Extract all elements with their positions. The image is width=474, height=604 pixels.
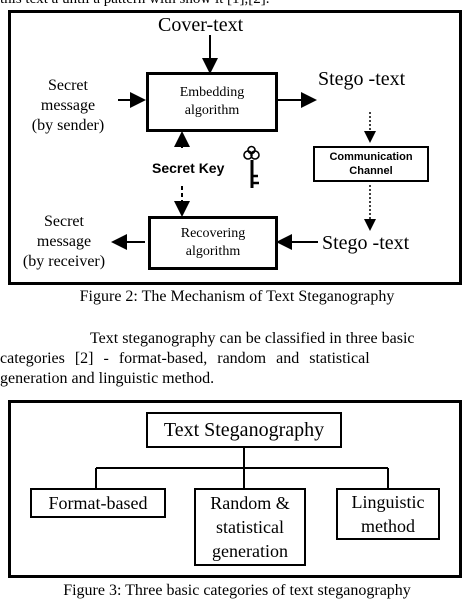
- paragraph-line-1: Text steganography can be classified in …: [90, 330, 415, 347]
- figure-3-frame: [8, 400, 462, 578]
- text-steganography-root-box: Text Steganography: [146, 412, 342, 448]
- figure-2-frame: [8, 10, 462, 285]
- random-statistical-box: Random & statistical generation: [194, 488, 306, 566]
- secret-message-sender-label: Secret message (by sender): [31, 77, 105, 134]
- key-icon: [243, 145, 260, 188]
- figure-2-caption: Figure 2: The Mechanism of Text Steganog…: [79, 288, 395, 305]
- communication-channel-box: Communication Channel: [313, 146, 429, 182]
- stego-text-top-label: Stego -text: [318, 68, 406, 90]
- embedding-algorithm-box: Embedding algorithm: [146, 72, 278, 132]
- cover-text-label: Cover-text: [158, 14, 244, 36]
- secret-key-label: Secret Key: [152, 160, 225, 176]
- linguistic-method-box: Linguistic method: [336, 488, 440, 540]
- stego-text-bottom-label: Stego -text: [322, 232, 410, 254]
- top-partial-text: this text a until a pattern with show it…: [0, 0, 270, 8]
- recovering-algorithm-box: Recovering algorithm: [148, 216, 278, 270]
- paragraph-line-2: categories [2] - format-based, random an…: [0, 350, 370, 367]
- paragraph-line-3: generation and linguistic method.: [0, 370, 215, 387]
- figure-3-caption: Figure 3: Three basic categories of text…: [63, 582, 411, 599]
- secret-message-receiver-label: Secret message (by receiver): [22, 213, 106, 270]
- format-based-box: Format-based: [30, 488, 166, 518]
